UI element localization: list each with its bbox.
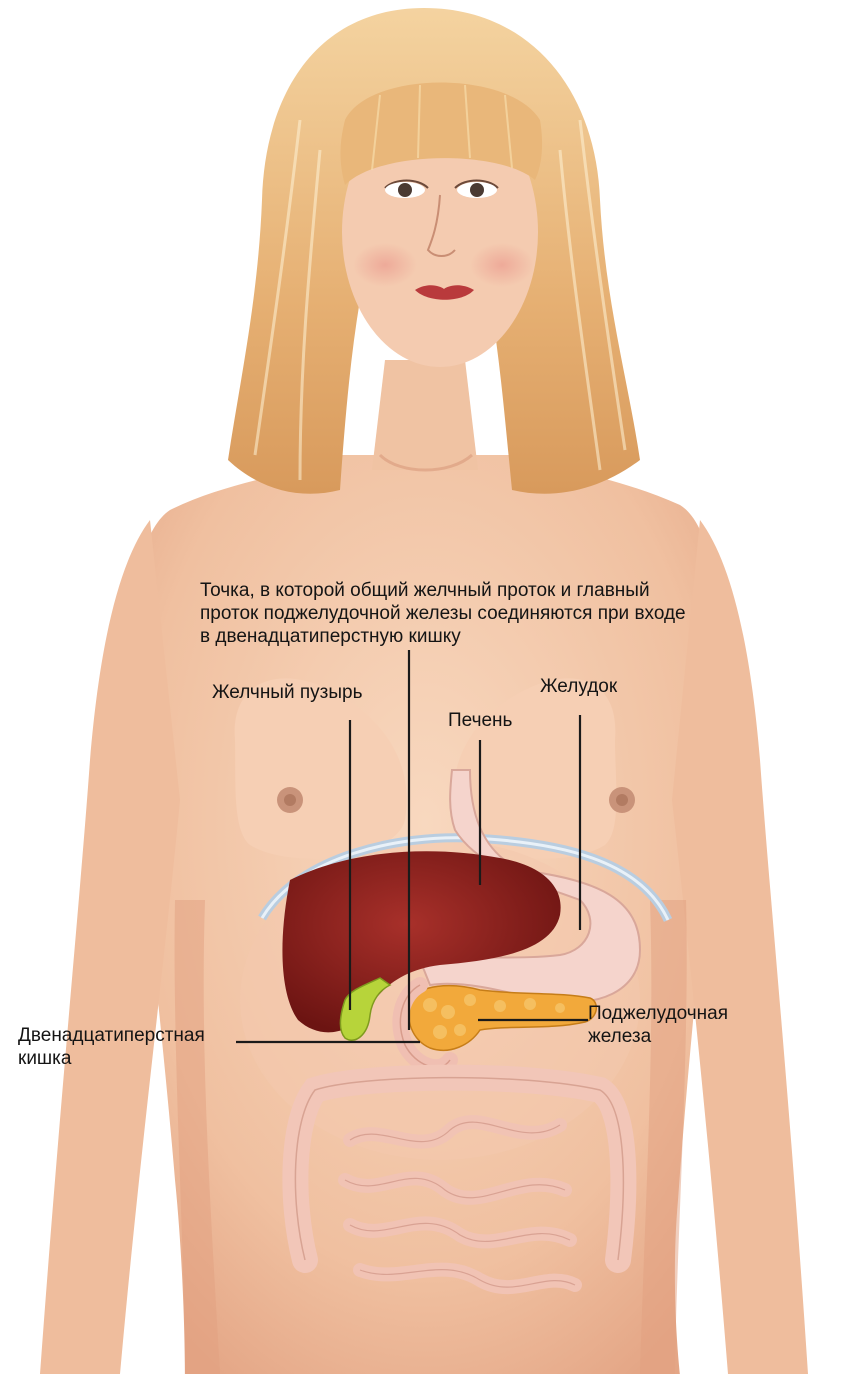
label-duodenum-line1: Двенадцатиперстная bbox=[18, 1025, 205, 1047]
label-junction-line1: Точка, в которой общий желчный проток и … bbox=[200, 580, 650, 602]
right-arm bbox=[40, 520, 180, 1374]
label-stomach: Желудок bbox=[540, 676, 617, 698]
neck bbox=[372, 360, 478, 470]
label-liver: Печень bbox=[448, 710, 512, 732]
left-arm bbox=[672, 520, 808, 1374]
label-junction-line3: в двенадцатиперстную кишку bbox=[200, 626, 461, 648]
label-duodenum-line2: кишка bbox=[18, 1048, 71, 1070]
label-gallbladder: Желчный пузырь bbox=[212, 682, 362, 704]
label-pancreas-line1: Поджелудочная bbox=[588, 1003, 728, 1025]
label-junction-line2: проток поджелудочной железы соединяются … bbox=[200, 603, 686, 625]
label-pancreas-line2: железа bbox=[588, 1026, 651, 1048]
